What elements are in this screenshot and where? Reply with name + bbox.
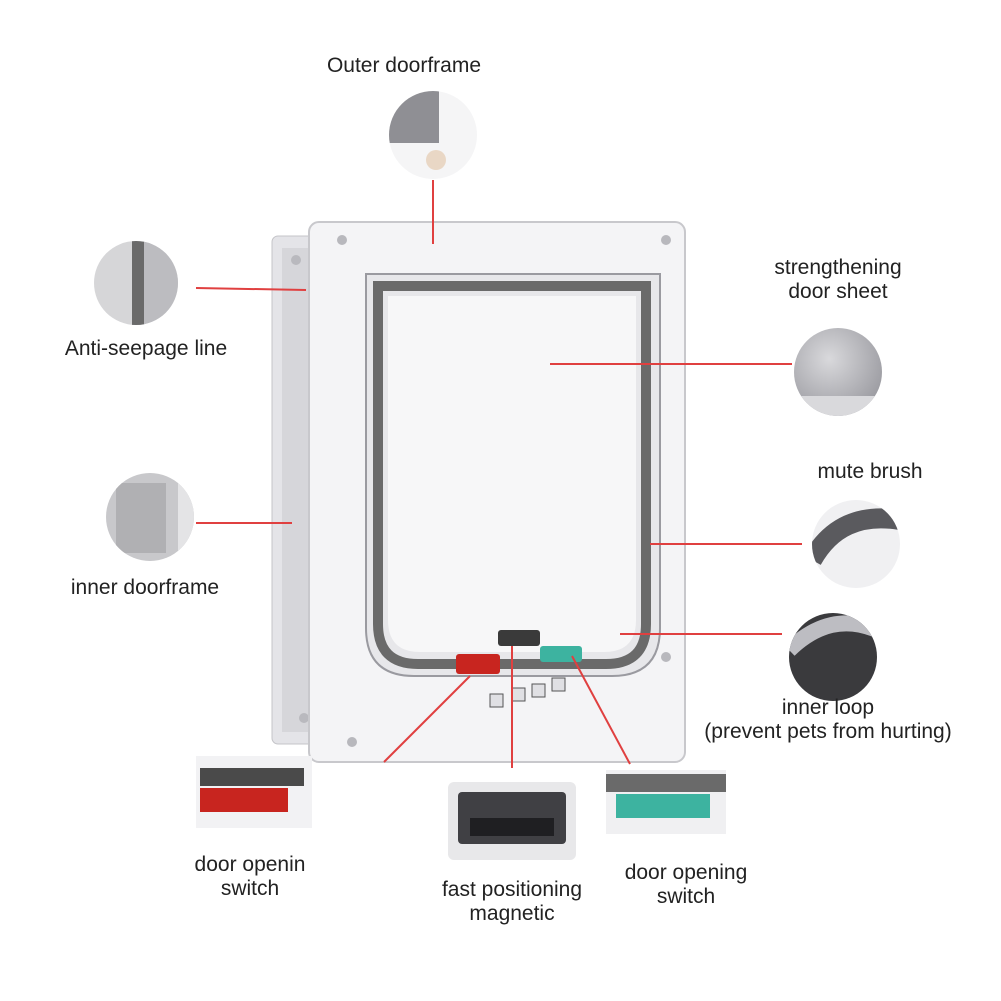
detail-strengthening-door-sheet xyxy=(794,328,882,416)
label-line: magnetic xyxy=(469,902,555,925)
label-fast-positioning-magnetic: fast positioning magnetic xyxy=(418,878,606,926)
detail-outer-doorframe xyxy=(389,91,477,179)
label-line: (prevent pets from hurting) xyxy=(704,720,952,743)
label-outer-doorframe: Outer doorframe xyxy=(326,54,482,77)
label-line: strengthening xyxy=(774,256,902,279)
label-anti-seepage-line: Anti-seepage line xyxy=(64,337,228,360)
label-line: fast positioning xyxy=(441,878,583,901)
detail-inner-doorframe xyxy=(106,473,194,561)
label-line: inner loop xyxy=(781,696,875,719)
label-strengthening-door-sheet: strengthening door sheet xyxy=(748,256,928,304)
label-mute-brush: mute brush xyxy=(817,460,923,483)
label-line: door sheet xyxy=(788,280,888,303)
detail-inner-loop xyxy=(789,613,877,701)
label-line: door opening xyxy=(624,861,748,884)
detail-door-opening-switch xyxy=(606,770,726,834)
leader-lines xyxy=(195,180,802,768)
label-inner-doorframe: inner doorframe xyxy=(70,576,220,599)
label-inner-loop: inner loop (prevent pets from hurting) xyxy=(680,696,976,744)
label-line: switch xyxy=(656,885,716,908)
label-line: switch xyxy=(220,877,280,900)
label-line: door openin xyxy=(194,853,306,876)
label-door-opening-switch: door opening switch xyxy=(596,861,776,909)
label-door-openin-switch: door openin switch xyxy=(170,853,330,901)
detail-door-openin-switch xyxy=(196,756,312,828)
detail-mute-brush xyxy=(812,500,900,588)
detail-fast-positioning-magnetic xyxy=(448,782,576,860)
detail-anti-seepage-line xyxy=(94,241,178,325)
door-flap-shape xyxy=(365,273,661,708)
